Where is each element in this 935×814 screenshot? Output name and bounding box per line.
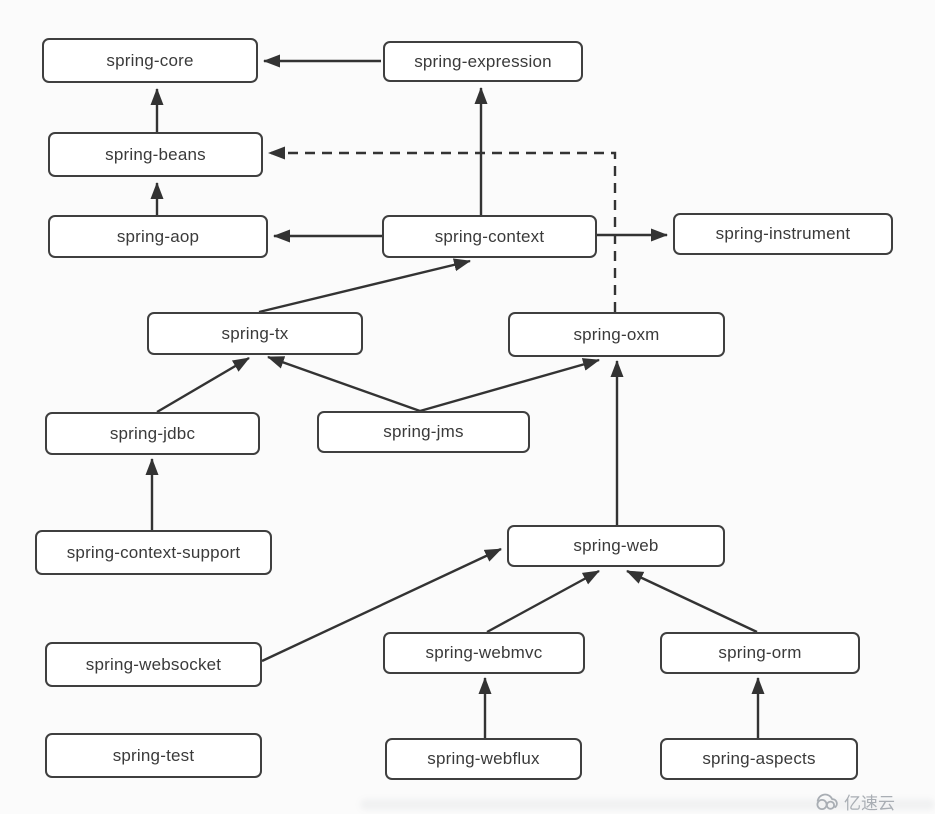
edge-spring-oxm-to-spring-beans (268, 146, 617, 312)
node-spring-context-support: spring-context-support (35, 530, 272, 575)
watermark: 亿速云 (813, 789, 895, 814)
edge-spring-websocket-to-spring-web (261, 547, 502, 663)
edge-spring-tx-to-spring-context (258, 258, 471, 314)
node-spring-tx: spring-tx (147, 312, 363, 355)
node-spring-test: spring-test (45, 733, 262, 778)
edge-spring-jms-to-spring-oxm (419, 358, 600, 413)
watermark-text: 亿速云 (844, 794, 895, 813)
watermark-smudge (360, 799, 935, 810)
yisuyun-cloud-logo-icon (813, 791, 841, 813)
node-spring-jdbc: spring-jdbc (45, 412, 260, 455)
node-spring-core: spring-core (42, 38, 258, 83)
edge-spring-jdbc-to-spring-tx (156, 356, 250, 414)
node-spring-expression: spring-expression (383, 41, 583, 82)
edge-spring-orm-to-spring-web (626, 569, 758, 634)
node-spring-context: spring-context (382, 215, 597, 258)
node-spring-beans: spring-beans (48, 132, 263, 177)
node-spring-web: spring-web (507, 525, 725, 567)
edge-spring-webmvc-to-spring-web (486, 569, 600, 634)
edge-spring-jms-to-spring-tx (267, 355, 421, 413)
node-spring-webmvc: spring-webmvc (383, 632, 585, 674)
node-spring-webflux: spring-webflux (385, 738, 582, 780)
node-spring-instrument: spring-instrument (673, 213, 893, 255)
node-spring-jms: spring-jms (317, 411, 530, 453)
node-spring-aop: spring-aop (48, 215, 268, 258)
node-spring-websocket: spring-websocket (45, 642, 262, 687)
node-spring-aspects: spring-aspects (660, 738, 858, 780)
node-spring-orm: spring-orm (660, 632, 860, 674)
node-spring-oxm: spring-oxm (508, 312, 725, 357)
